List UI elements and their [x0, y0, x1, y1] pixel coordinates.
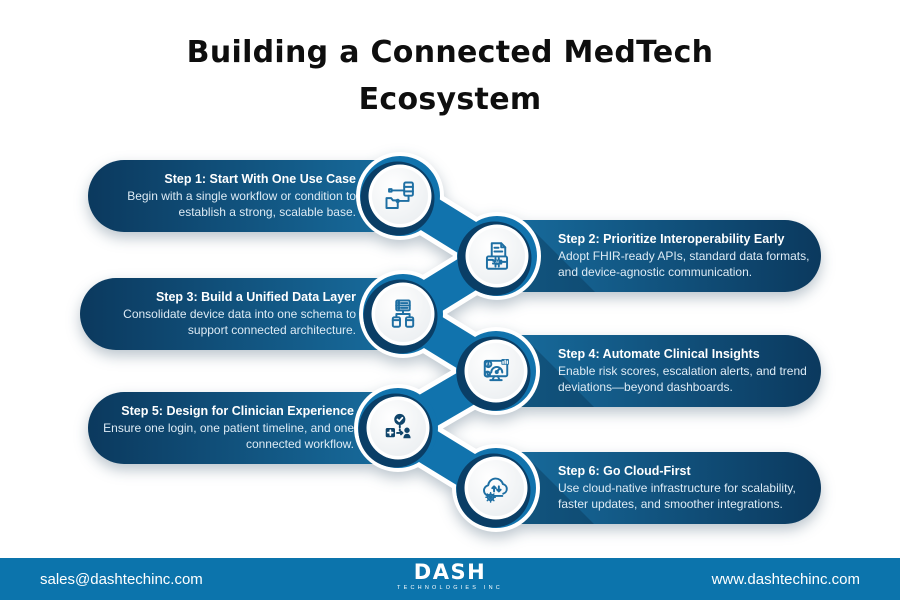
step-2-title: Step 2: Prioritize Interoperability Earl…: [558, 231, 785, 246]
svg-text:AI: AI: [495, 260, 498, 264]
clinician-workflow-icon: [380, 410, 416, 446]
server-database-nodes-icon: [385, 296, 421, 332]
step-5-title: Step 5: Design for Clinician Experience: [121, 403, 354, 418]
folder-database-icon: [382, 178, 418, 214]
logo-wordmark: DASH: [413, 560, 487, 584]
step-6-title: Step 6: Go Cloud-First: [558, 463, 691, 478]
footer-bar: sales@dashtechinc.com DASH TECHNOLOGIES …: [0, 558, 900, 600]
step-5-text: Step 5: Design for Clinician Experience …: [100, 392, 354, 464]
cloud-sync-gear-icon: [478, 470, 514, 506]
step-2-description: Adopt FHIR-ready APIs, standard data for…: [558, 248, 810, 279]
clinical-dashboard-gauge-icon: [478, 353, 514, 389]
step-4-text: Step 4: Automate Clinical Insights Enabl…: [558, 335, 822, 407]
footer-email[interactable]: sales@dashtechinc.com: [40, 570, 203, 588]
step-4-description: Enable risk scores, escalation alerts, a…: [558, 363, 807, 394]
step-3-description: Consolidate device data into one schema …: [123, 306, 356, 337]
step-2-text: Step 2: Prioritize Interoperability Earl…: [558, 220, 822, 292]
step-3-text: Step 3: Build a Unified Data Layer Conso…: [96, 278, 356, 350]
logo-subtitle: TECHNOLOGIES INC: [397, 585, 503, 592]
step-3-title: Step 3: Build a Unified Data Layer: [155, 289, 356, 304]
ai-folder-document-icon: AI: [479, 238, 515, 274]
step-6-text: Step 6: Go Cloud-First Use cloud-native …: [558, 452, 822, 524]
step-1-text: Step 1: Start With One Use Case Begin wi…: [100, 160, 356, 232]
step-1-title: Step 1: Start With One Use Case: [164, 171, 356, 186]
step-1-description: Begin with a single workflow or conditio…: [127, 188, 356, 219]
dash-technologies-logo: DASH TECHNOLOGIES INC: [390, 560, 510, 592]
footer-website[interactable]: www.dashtechinc.com: [711, 570, 860, 588]
step-5-description: Ensure one login, one patient timeline, …: [103, 420, 354, 451]
page-title-line1: Building a Connected MedTech: [186, 35, 714, 70]
step-4-title: Step 4: Automate Clinical Insights: [558, 346, 760, 361]
step-6-description: Use cloud-native infrastructure for scal…: [558, 480, 796, 511]
page-title-line2: Ecosystem: [358, 81, 542, 117]
